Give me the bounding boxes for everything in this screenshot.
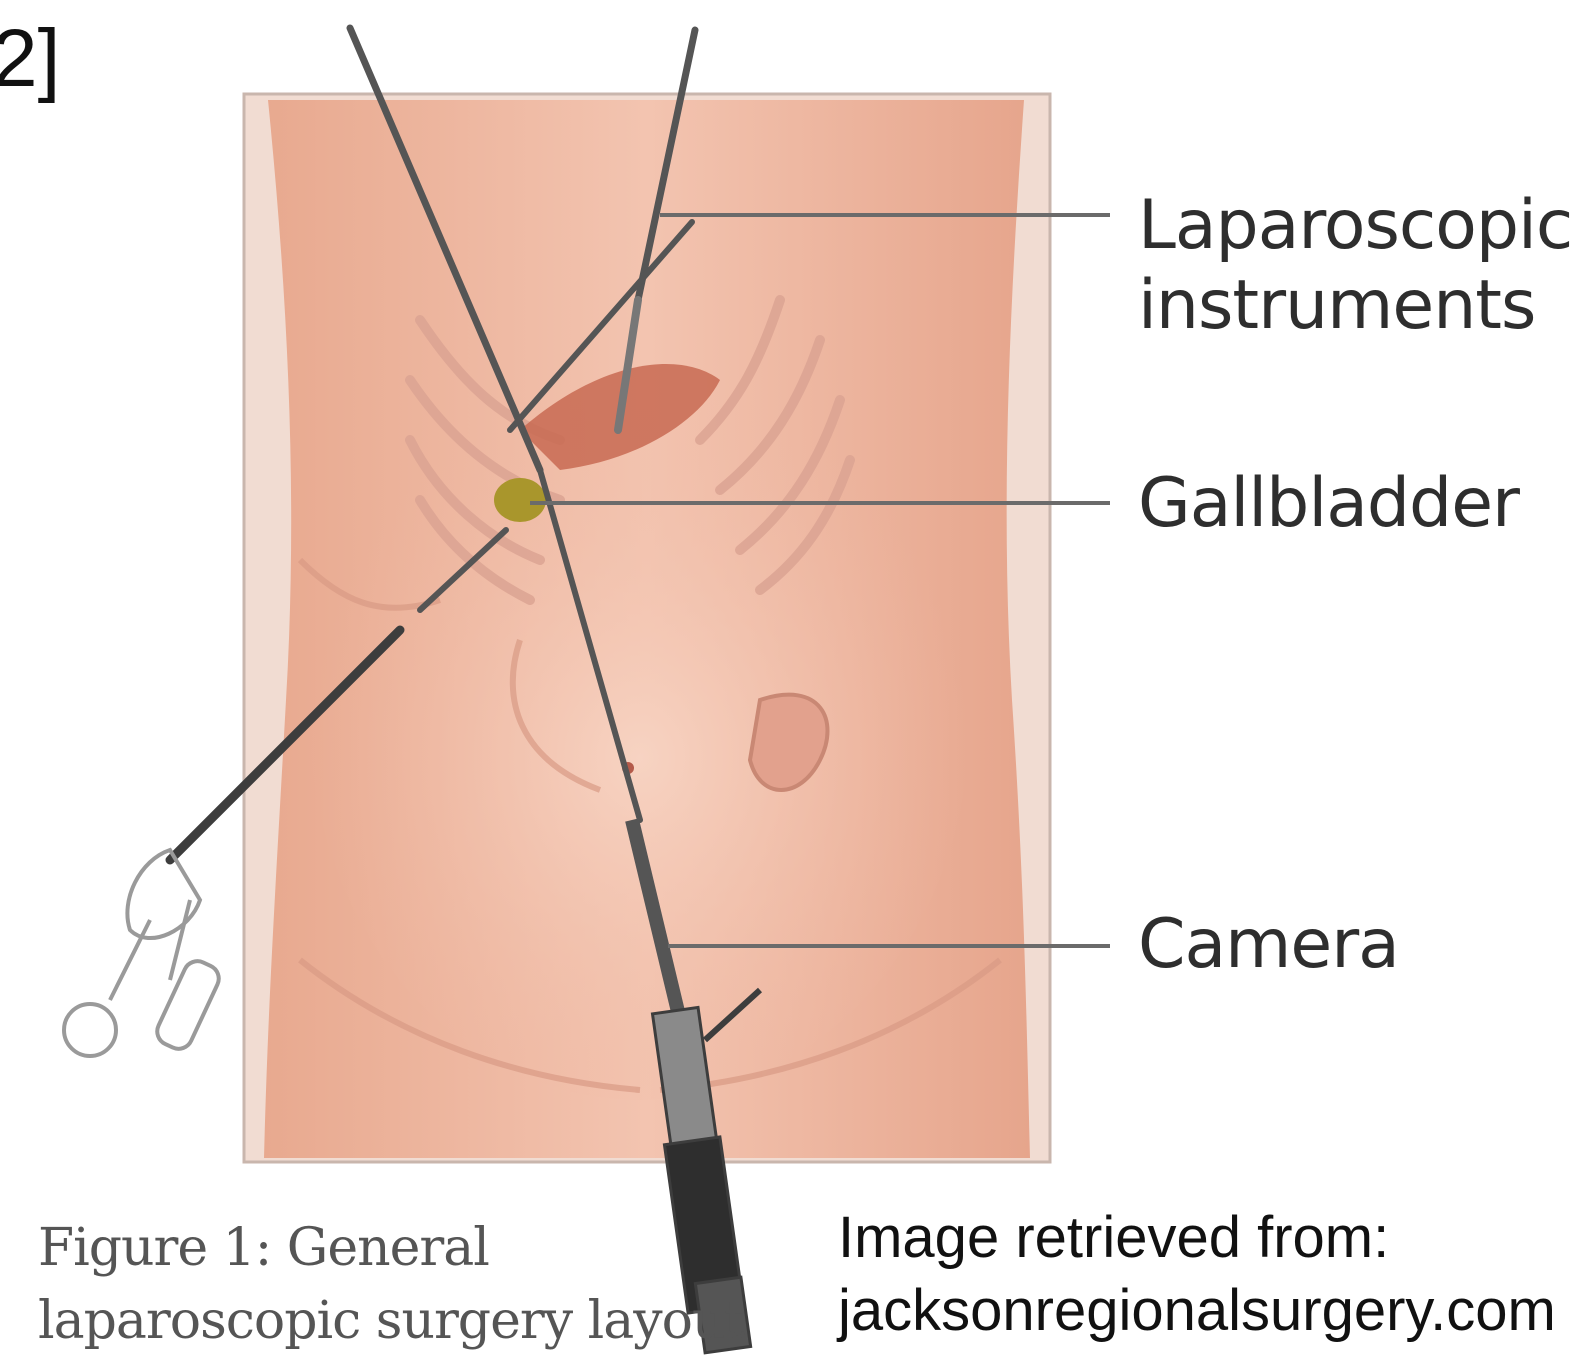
gallbladder-organ	[494, 478, 546, 522]
label-gallbladder: Gallbladder	[1138, 464, 1519, 544]
label-instruments-line1: Laparoscopic	[1138, 186, 1572, 266]
source-line1: Image retrieved from:	[838, 1202, 1568, 1275]
label-instruments-line2: instruments	[1138, 266, 1572, 346]
figure-caption: Figure 1: General laparoscopic surgery l…	[38, 1212, 638, 1358]
image-source-note: Image retrieved from: jacksonregionalsur…	[838, 1202, 1568, 1347]
instrument-handle-icon	[64, 850, 223, 1056]
caption-line1: Figure 1: General	[38, 1212, 638, 1285]
label-laparoscopic-instruments: Laparoscopic instruments	[1138, 186, 1572, 346]
label-camera: Camera	[1138, 905, 1399, 985]
caption-line2: laparoscopic surgery layout	[38, 1285, 638, 1358]
source-line2: jacksonregionalsurgery.com	[838, 1275, 1568, 1348]
